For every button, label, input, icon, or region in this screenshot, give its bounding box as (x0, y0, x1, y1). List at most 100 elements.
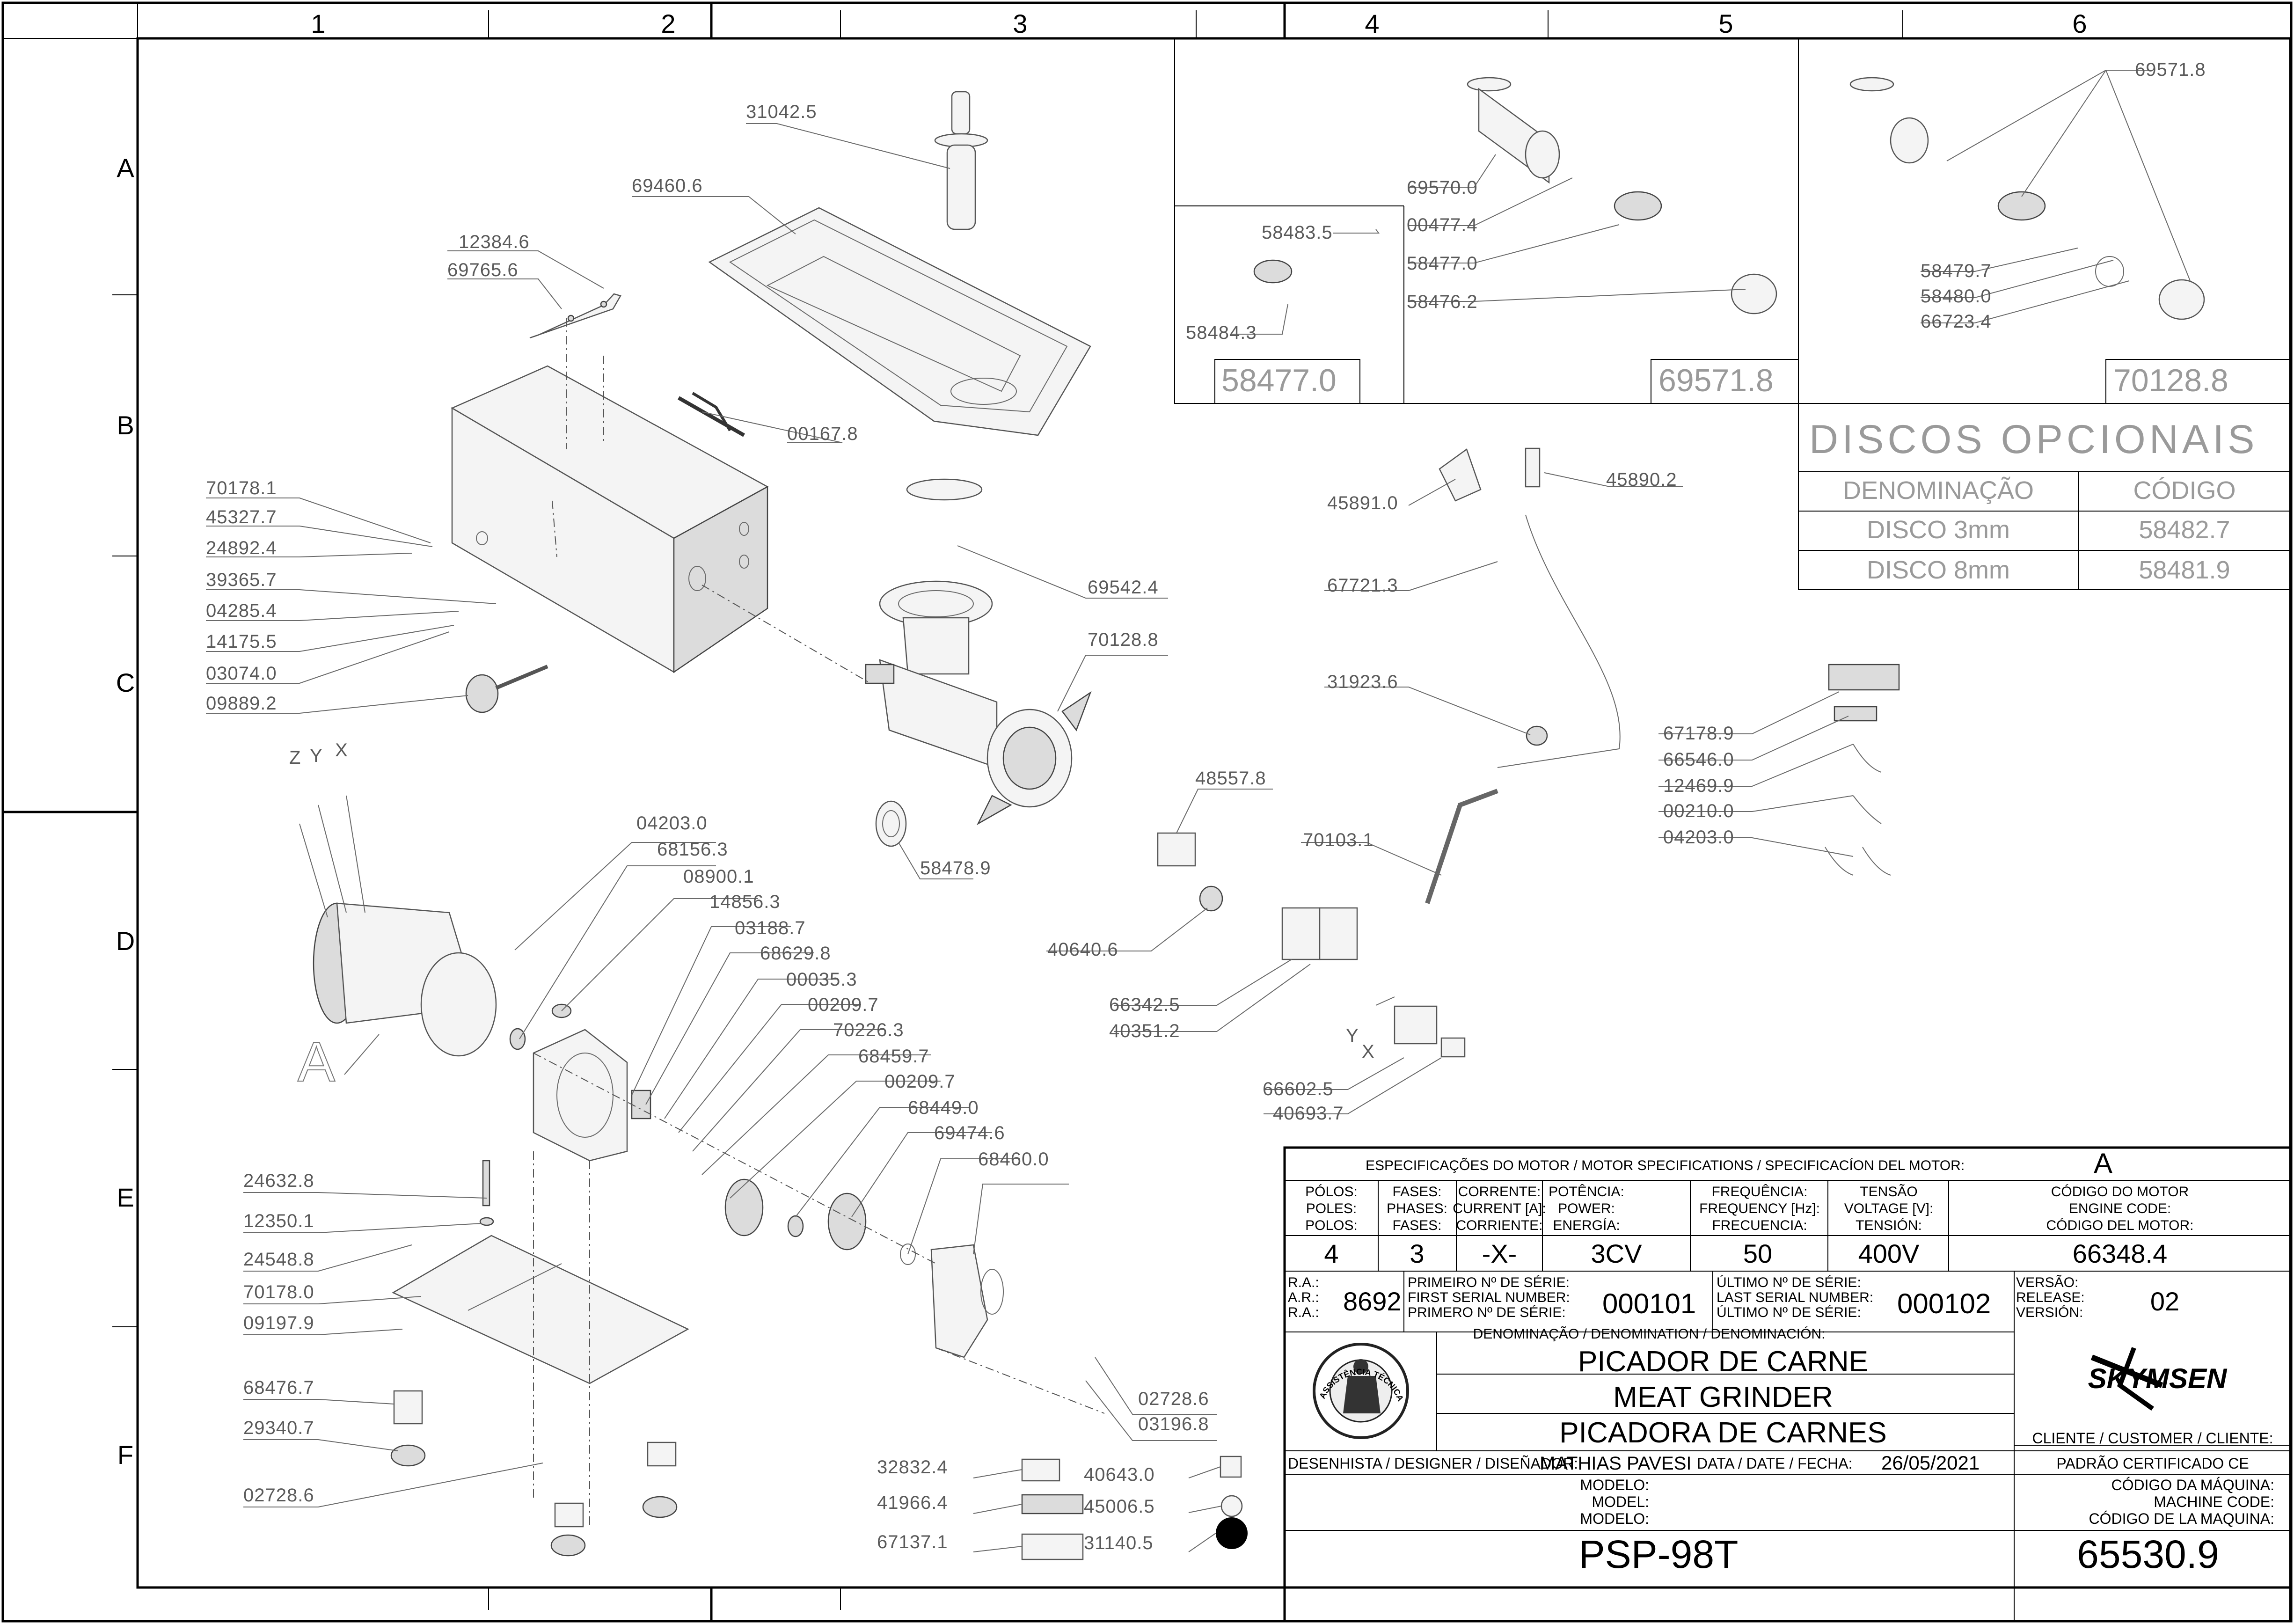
svg-text:4: 4 (1365, 9, 1379, 38)
product-name-es: PICADORA DE CARNES (1559, 1417, 1886, 1449)
top-grid-ticks (137, 3, 1903, 38)
val-corrente: -X- (1482, 1239, 1517, 1268)
val-fases: 3 (1410, 1239, 1424, 1268)
part-label: 67178.9 (1663, 723, 1734, 744)
part-label: 70128.8 (1088, 629, 1159, 650)
part-label: 66602.5 (1263, 1079, 1334, 1099)
skymsen-sticker-drawing (678, 392, 745, 437)
part-label: 41966.4 (877, 1492, 948, 1513)
tray-drawing (708, 207, 1091, 436)
discs-table (1798, 403, 2291, 590)
part-label: 08900.1 (683, 866, 754, 887)
hdr-tensao-1: TENSÃO (1860, 1184, 1917, 1200)
part-label: 29340.7 (243, 1418, 314, 1438)
hdr-corrente-3: CORRIENTE: (1456, 1218, 1542, 1233)
electrical-drawing (1157, 447, 1621, 1058)
clamp-drawing (529, 293, 621, 339)
disc-row-code: 58481.9 (2139, 556, 2230, 584)
ra-label-2: A.R.: (1288, 1290, 1319, 1305)
part-label: 68459.7 (858, 1046, 929, 1067)
part-label: 00209.7 (808, 995, 879, 1015)
part-label: 09197.9 (243, 1313, 314, 1333)
hdr-tensao-2: VOLTAGE [V]: (1844, 1201, 1934, 1216)
part-label: 68460.0 (978, 1149, 1049, 1170)
svg-text:3: 3 (1013, 9, 1027, 38)
designer-label: DESENHISTA / DESIGNER / DISEÑADOR: (1288, 1455, 1578, 1472)
connectors-drawing (1825, 664, 1900, 876)
val-codigo: 66348.4 (2073, 1239, 2167, 1268)
part-label: 00167.8 (787, 424, 858, 444)
part-label: 69765.6 (447, 260, 519, 280)
pusher-drawing (934, 91, 988, 230)
svg-text:2: 2 (661, 9, 675, 38)
first-serial-label-3: PRIMERO Nº DE SÉRIE: (1408, 1305, 1566, 1320)
svg-text:D: D (116, 926, 135, 956)
part-label: 69571.8 (2135, 59, 2206, 80)
options-frame (1174, 38, 2291, 590)
base-plate-drawing (392, 1160, 689, 1384)
version-value: 02 (2150, 1287, 2179, 1316)
hdr-freq-1: FREQUÊNCIA: (1711, 1184, 1807, 1200)
part-label: 03196.8 (1138, 1414, 1209, 1434)
hdr-codigo-3: CÓDIGO DEL MOTOR: (2046, 1218, 2193, 1233)
option-code-1: 58477.0 (1221, 363, 1337, 398)
wire-label-z: Z (289, 747, 301, 768)
hdr-corrente-2: CURRENT [A]: (1453, 1201, 1546, 1216)
svg-text:1: 1 (311, 9, 325, 38)
part-label: 58483.5 (1262, 222, 1333, 243)
knob-drawing (465, 665, 548, 713)
part-label: 31923.6 (1327, 672, 1398, 692)
part-label: 45890.2 (1606, 469, 1677, 490)
hdr-corrente-1: CORRENTE: (1458, 1184, 1541, 1200)
hdr-codigo-1: CÓDIGO DO MOTOR (2051, 1184, 2189, 1200)
disc-row-code: 58482.7 (2139, 516, 2230, 544)
part-label: 58479.7 (1921, 261, 1992, 281)
option-code-3: 70128.8 (2113, 363, 2228, 398)
part-label: 68476.7 (243, 1377, 314, 1398)
motor-housing-drawing (451, 365, 769, 673)
last-serial-label-1: ÚLTIMO Nº DE SÉRIE: (1717, 1275, 1861, 1290)
title-block-grid (1283, 1146, 2292, 1623)
part-label: 66546.0 (1663, 749, 1734, 770)
grinder-head-drawing (865, 478, 1092, 826)
val-polos: 4 (1324, 1239, 1338, 1268)
denomination-header: DENOMINAÇÃO / DENOMINATION / DENOMINACIÓ… (1473, 1326, 1826, 1342)
part-label: 40351.2 (1109, 1021, 1180, 1041)
part-label: 32832.4 (877, 1457, 948, 1478)
product-name-en: MEAT GRINDER (1613, 1381, 1833, 1413)
part-label: 40643.0 (1084, 1464, 1155, 1485)
part-label: 02728.6 (243, 1485, 314, 1506)
part-label: 00210.0 (1663, 801, 1734, 821)
part-label: 00209.7 (884, 1071, 956, 1092)
model-label-3: MODELO: (1580, 1510, 1649, 1527)
hdr-potencia-3: ENERGÍA: (1553, 1218, 1620, 1233)
version-label-2: RELEASE: (2016, 1290, 2085, 1305)
val-potencia: 3CV (1591, 1239, 1643, 1268)
wire-label-y2: Y (1346, 1025, 1359, 1046)
part-label: 68449.0 (908, 1097, 979, 1118)
hdr-fases-2: PHASES: (1387, 1201, 1447, 1216)
part-label: 24892.4 (206, 538, 277, 558)
disc-row-name: DISCO 3mm (1867, 516, 2010, 544)
part-label: 58476.2 (1407, 292, 1478, 312)
svg-text:6: 6 (2072, 9, 2087, 38)
machine-code-label-2: MACHINE CODE: (2154, 1493, 2274, 1510)
hdr-fases-3: FASES: (1392, 1218, 1441, 1233)
part-label: 14856.3 (709, 892, 781, 912)
client-label: CLIENTE / CUSTOMER / CLIENTE: (2032, 1430, 2273, 1447)
part-label: 68156.3 (657, 839, 728, 860)
disc-drawing (875, 800, 907, 847)
part-label: 69460.6 (632, 176, 703, 196)
discs-col-code: CÓDIGO (2133, 476, 2236, 505)
spec-letter: A (2094, 1148, 2112, 1179)
svg-text:C: C (116, 668, 135, 697)
svg-text:E: E (117, 1183, 134, 1212)
part-label: 00477.4 (1407, 215, 1478, 235)
svg-text:5: 5 (1718, 9, 1733, 38)
machine-code-label-1: CÓDIGO DA MÁQUINA: (2111, 1477, 2274, 1493)
part-label: 68629.8 (760, 943, 831, 964)
part-label: 09889.2 (206, 693, 277, 714)
part-label: 58480.0 (1921, 286, 1992, 307)
part-label: 70103.1 (1303, 830, 1374, 850)
